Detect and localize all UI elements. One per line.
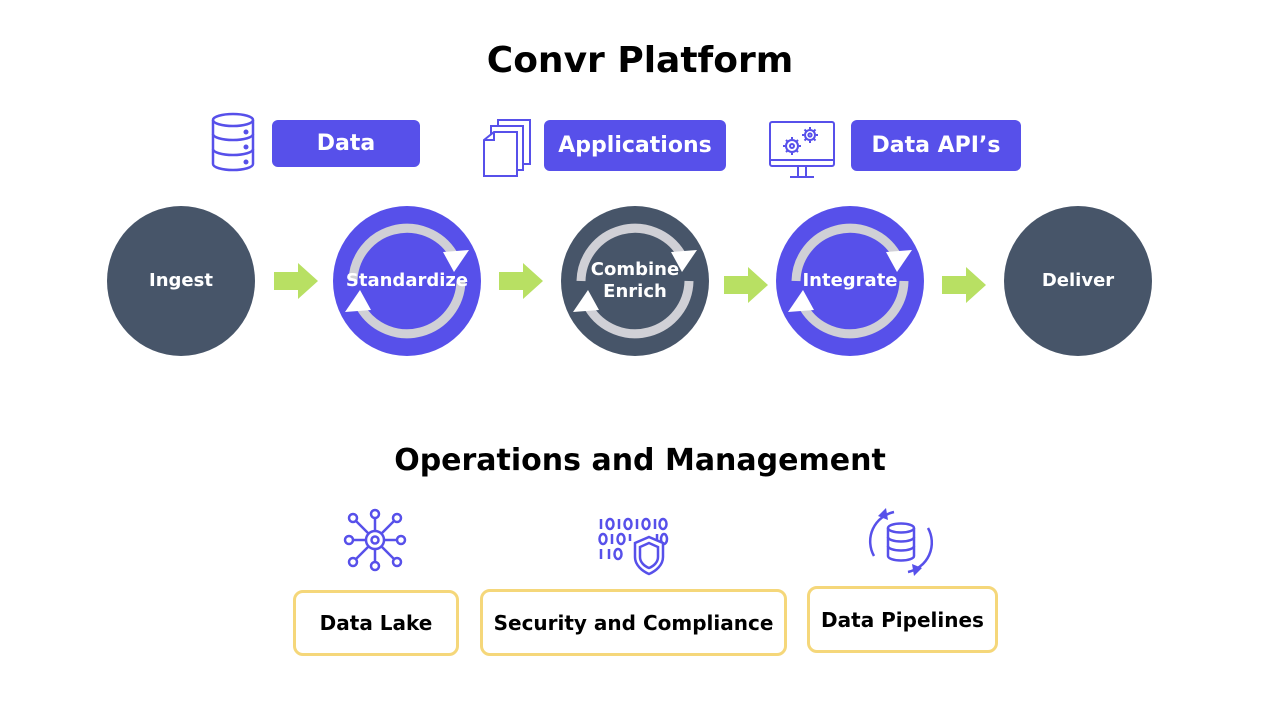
- ops-data-lake: Data Lake: [293, 590, 459, 656]
- operations-title: Operations and Management: [394, 443, 886, 478]
- flow-arrow-icon: [499, 263, 543, 299]
- binary-shield-icon: [598, 517, 669, 576]
- flow-arrow-icon: [724, 267, 768, 303]
- network-hub-icon: [343, 508, 407, 572]
- stage-integrate: Integrate: [776, 206, 924, 356]
- category-data: Data: [272, 120, 420, 167]
- category-data-apis: Data API’s: [851, 120, 1021, 171]
- stage-standardize: Standardize: [333, 206, 481, 356]
- stage-label: Ingest: [149, 270, 213, 291]
- stage-label: Integrate: [802, 270, 898, 291]
- database-cycle-icon: [868, 508, 934, 576]
- cycle-arrows-icon: [573, 223, 697, 339]
- flow-arrow-icon: [942, 267, 986, 303]
- stage-label: Deliver: [1041, 270, 1115, 291]
- page-title: Convr Platform: [486, 40, 794, 81]
- stage-ingest: Ingest: [107, 206, 255, 356]
- stage-label: Standardize: [345, 270, 469, 291]
- database-icon: [211, 112, 255, 172]
- stage-deliver: Deliver: [1004, 206, 1152, 356]
- cycle-arrows-icon: [345, 223, 469, 339]
- stage-combine-enrich: Combine Enrich: [561, 206, 709, 356]
- stage-label: Combine Enrich: [590, 259, 680, 302]
- ops-data-pipelines: Data Pipelines: [807, 586, 998, 653]
- documents-icon: [483, 119, 531, 177]
- category-applications: Applications: [544, 120, 726, 171]
- cycle-arrows-icon: [788, 223, 912, 339]
- monitor-gears-icon: [769, 121, 835, 178]
- flow-arrow-icon: [274, 263, 318, 299]
- ops-security-compliance: Security and Compliance: [480, 589, 787, 656]
